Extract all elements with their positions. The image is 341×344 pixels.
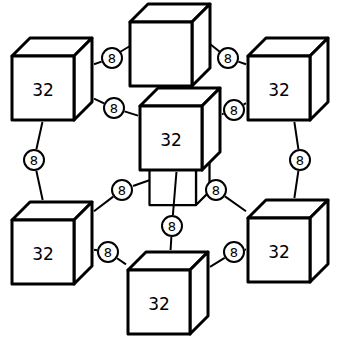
bond-line (294, 171, 298, 198)
circle-site: 8 (103, 97, 125, 119)
cube-face: 32 (16, 228, 70, 280)
cube-unit: 32 (126, 250, 210, 336)
site-number: 8 (30, 154, 38, 167)
site-number: 8 (230, 104, 238, 117)
cube-face: 32 (132, 278, 186, 330)
cube-number: 32 (32, 80, 54, 100)
circle-site: 8 (111, 179, 133, 201)
bond-line (170, 237, 172, 250)
bond-line (36, 122, 42, 149)
cube-number: 32 (268, 242, 290, 262)
cube-outline (10, 200, 94, 286)
bond-line (94, 197, 113, 212)
cube-number: 32 (148, 294, 170, 314)
cube-number: 32 (160, 130, 182, 150)
site-number: 8 (230, 246, 238, 259)
circle-site: 8 (223, 241, 245, 263)
bond-line (36, 171, 42, 200)
cube-face: 32 (252, 226, 306, 278)
bond-line (238, 62, 246, 65)
bond-line (124, 111, 138, 115)
cube-number: 32 (268, 80, 290, 100)
cube-number: 32 (32, 244, 54, 264)
cube-unit: 32 (138, 86, 222, 172)
circle-site: 8 (223, 99, 245, 121)
bond-line (117, 258, 126, 264)
bond-line (173, 172, 177, 215)
bond-line (210, 258, 225, 267)
cube-face: 32 (16, 64, 70, 116)
cube-face: 32 (252, 64, 306, 116)
site-number: 8 (224, 52, 232, 65)
cube-outline (10, 36, 94, 122)
cube-unit: 32 (10, 200, 94, 286)
site-number: 8 (168, 220, 176, 233)
bond-line (94, 99, 104, 104)
bond-line (225, 196, 246, 211)
circle-site: 8 (161, 215, 183, 237)
cube-outline (138, 86, 222, 172)
circle-site: 8 (289, 149, 311, 171)
site-number: 8 (296, 154, 304, 167)
cube-unit: 32 (246, 36, 330, 122)
site-number: 8 (212, 184, 220, 197)
cube-outline (126, 250, 210, 336)
site-number: 8 (104, 246, 112, 259)
circle-site: 8 (23, 149, 45, 171)
back-cube (130, 4, 210, 86)
bond-line (294, 122, 298, 149)
circle-site: 8 (101, 47, 123, 69)
cube-outline (246, 36, 330, 122)
site-number: 8 (118, 184, 126, 197)
circle-site: 8 (97, 241, 119, 263)
cube-unit: 32 (10, 36, 94, 122)
site-number: 8 (108, 52, 116, 65)
site-number: 8 (110, 102, 118, 115)
cube-face: 32 (144, 114, 198, 166)
circle-site: 8 (205, 179, 227, 201)
cube-unit: 32 (246, 198, 330, 284)
bond-line (94, 62, 102, 65)
circle-site: 8 (217, 47, 239, 69)
cube-outline (246, 198, 330, 284)
